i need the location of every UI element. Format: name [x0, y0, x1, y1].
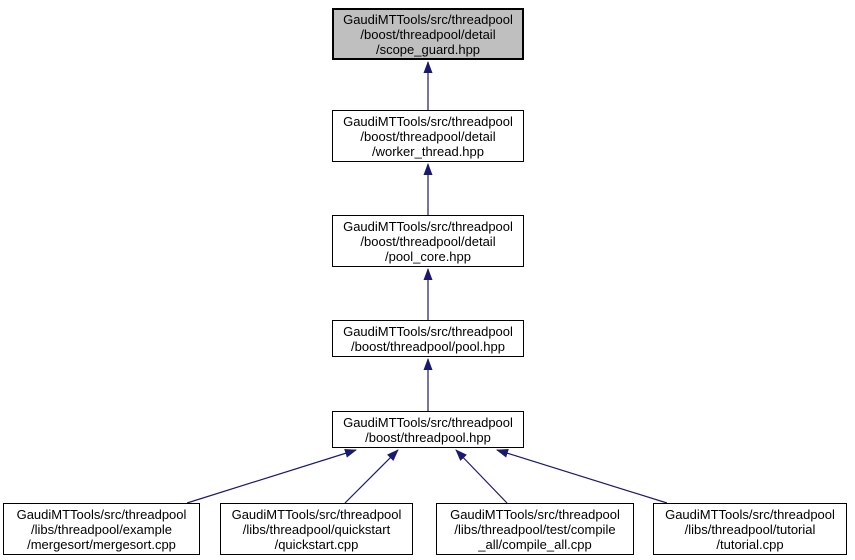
node-scope-guard-hpp: GaudiMTTools/src/threadpool /boost/threa…: [332, 8, 524, 60]
node-worker-thread-hpp[interactable]: GaudiMTTools/src/threadpool /boost/threa…: [332, 110, 524, 162]
node-pool-core-hpp[interactable]: GaudiMTTools/src/threadpool /boost/threa…: [332, 215, 524, 267]
node-mergesort-cpp[interactable]: GaudiMTTools/src/threadpool /libs/thread…: [3, 503, 200, 555]
node-compile-all-cpp[interactable]: GaudiMTTools/src/threadpool /libs/thread…: [436, 503, 634, 555]
node-label: GaudiMTTools/src/threadpool /libs/thread…: [231, 506, 402, 552]
node-label: GaudiMTTools/src/threadpool /libs/thread…: [450, 506, 620, 552]
node-tutorial-cpp[interactable]: GaudiMTTools/src/threadpool /libs/thread…: [653, 503, 847, 555]
edge-quickstart-to-threadpool: [344, 449, 399, 504]
node-label: GaudiMTTools/src/threadpool /boost/threa…: [343, 323, 513, 354]
edge-tutorial-to-threadpool: [496, 448, 668, 504]
node-label: GaudiMTTools/src/threadpool /libs/thread…: [16, 506, 187, 552]
node-label: GaudiMTTools/src/threadpool /boost/threa…: [343, 11, 513, 57]
edge-compile-all-to-threadpool: [455, 449, 508, 504]
edge-mergesort-to-threadpool: [186, 448, 357, 504]
node-threadpool-hpp[interactable]: GaudiMTTools/src/threadpool /boost/threa…: [332, 411, 524, 448]
node-quickstart-cpp[interactable]: GaudiMTTools/src/threadpool /libs/thread…: [220, 503, 413, 555]
node-label: GaudiMTTools/src/threadpool /boost/threa…: [343, 218, 513, 264]
node-label: GaudiMTTools/src/threadpool /boost/threa…: [343, 414, 513, 445]
node-pool-hpp[interactable]: GaudiMTTools/src/threadpool /boost/threa…: [332, 320, 524, 357]
node-label: GaudiMTTools/src/threadpool /libs/thread…: [665, 506, 835, 552]
node-label: GaudiMTTools/src/threadpool /boost/threa…: [343, 113, 513, 159]
